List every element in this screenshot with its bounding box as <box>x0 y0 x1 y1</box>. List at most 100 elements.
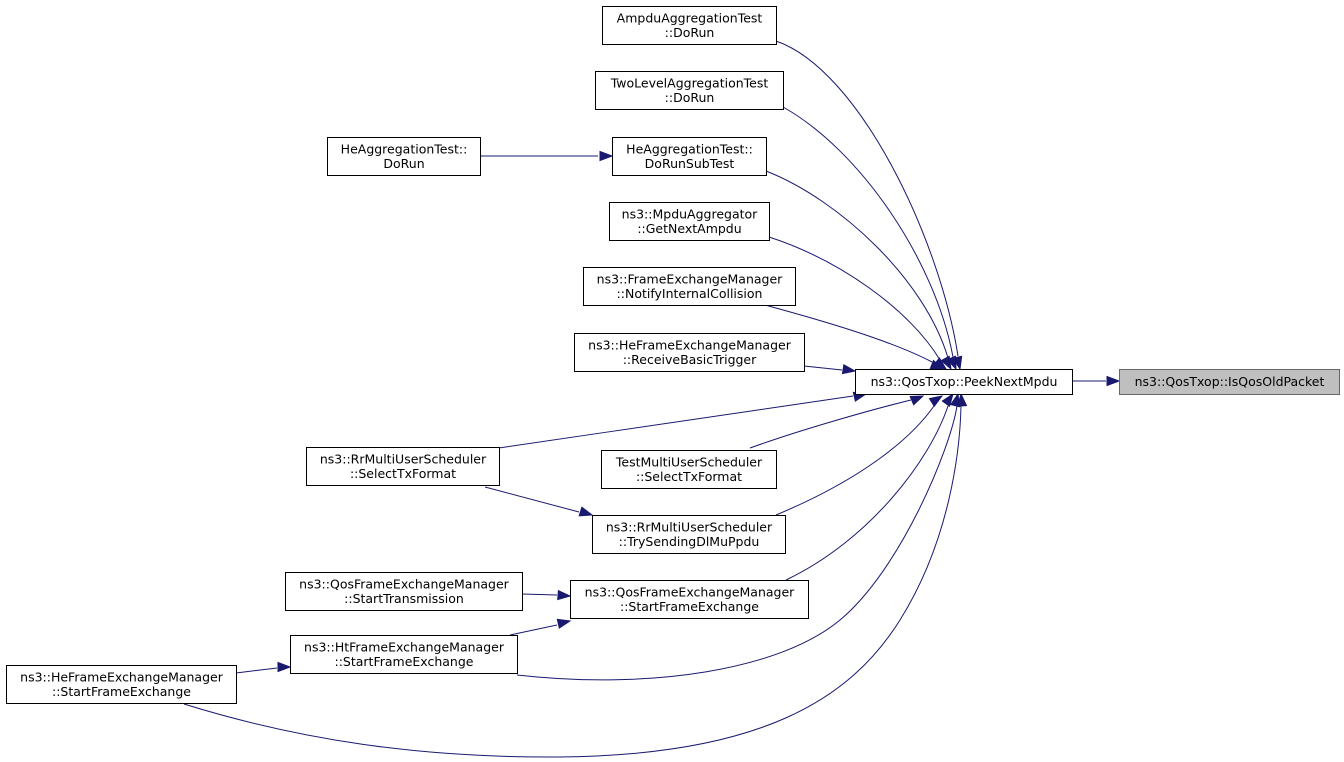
node-hefem-receivebasictrigger[interactable]: ns3::HeFrameExchangeManager::ReceiveBasi… <box>574 333 805 372</box>
node-box <box>602 6 777 45</box>
edge-line <box>521 593 558 596</box>
node-label-line: ::DoRun <box>665 90 715 105</box>
node-box <box>327 137 481 176</box>
arrowhead-icon <box>1106 375 1121 387</box>
node-label-line: ::SelectTxFormat <box>350 466 456 481</box>
node-label-line: AmpduAggregationTest <box>617 10 763 25</box>
edge-line <box>775 405 935 516</box>
edge-line <box>768 236 941 361</box>
node-box <box>601 450 777 489</box>
node-label-line: ::StartFrameExchange <box>620 599 759 614</box>
arrowhead-icon <box>941 392 954 408</box>
edge-line <box>498 395 854 449</box>
edge-line <box>785 405 949 581</box>
node-box <box>1119 369 1340 395</box>
edge-line <box>509 624 558 636</box>
node-box <box>583 267 796 306</box>
edge-line <box>764 304 933 363</box>
edge-rrmus-selecttxformat-to-peeknextmpdu <box>498 391 868 449</box>
arrowhead-icon <box>841 363 857 375</box>
node-label-line: ns3::QosFrameExchangeManager <box>299 576 509 591</box>
node-label-line: ns3::MpduAggregator <box>622 206 759 221</box>
node-label-line: HeAggregationTest:: <box>341 141 468 156</box>
node-box <box>592 515 786 554</box>
node-box <box>612 137 767 176</box>
node-label-line: ns3::QosTxop::IsQosOldPacket <box>1135 374 1325 389</box>
node-heagg-dorunsubtest[interactable]: HeAggregationTest::DoRunSubTest <box>612 137 767 176</box>
edge-rrmus-selecttxformat-to-rrmus-trysendingdlmuppdu <box>484 486 594 517</box>
node-label-line: ns3::RrMultiUserScheduler <box>606 519 773 534</box>
node-box <box>570 580 809 619</box>
edge-qosfem-starttransmission-to-qosfem-startframeexchange <box>521 589 572 601</box>
node-ampdu-doru[interactable]: AmpduAggregationTest::DoRun <box>602 6 777 45</box>
arrowhead-icon <box>929 359 945 370</box>
node-label-line: ns3::HeFrameExchangeManager <box>588 337 792 352</box>
node-label-line: ns3::QosFrameExchangeManager <box>585 584 795 599</box>
node-label-line: ns3::HtFrameExchangeManager <box>304 639 505 654</box>
edges-layer <box>183 40 1121 758</box>
node-label-line: ::StartTransmission <box>344 591 464 606</box>
edge-line <box>765 170 949 359</box>
node-box <box>609 202 770 241</box>
edge-twolevel-dorun-to-peeknextmpdu <box>782 106 957 371</box>
arrowhead-icon <box>556 618 572 629</box>
edge-testmus-selecttxformat-to-peeknextmpdu <box>749 395 925 449</box>
edge-peeknextmpdu-to-isqosoldpacket <box>1072 375 1121 387</box>
arrowhead-icon <box>928 395 944 408</box>
edge-line <box>782 106 954 358</box>
node-hefem-startframeexchange[interactable]: ns3::HeFrameExchangeManager::StartFrameE… <box>6 665 237 704</box>
node-peeknextmpdu[interactable]: ns3::QosTxop::PeekNextMpdu <box>855 369 1073 395</box>
node-heagg-dorun[interactable]: HeAggregationTest::DoRun <box>327 137 481 176</box>
node-label-line: ::ReceiveBasicTrigger <box>623 352 757 367</box>
node-fem-notifyinternalcollision[interactable]: ns3::FrameExchangeManager::NotifyInterna… <box>583 267 796 306</box>
edge-line <box>235 667 278 674</box>
edge-rrmus-trysendingdlmuppdu-to-peeknextmpdu <box>775 395 944 516</box>
node-label-line: ::StartFrameExchange <box>52 684 191 699</box>
edge-hefem-receivebasictrigger-to-peeknextmpdu <box>803 363 857 375</box>
edge-line <box>183 405 962 758</box>
node-box <box>306 447 500 486</box>
node-twolevel-dorun[interactable]: TwoLevelAggregationTest::DoRun <box>595 71 784 110</box>
node-label-line: ::NotifyInternalCollision <box>617 286 763 301</box>
arrowhead-icon <box>599 150 614 162</box>
edge-heagg-dorun-to-heagg-dorunsubtest <box>480 150 614 162</box>
edge-line <box>484 486 580 513</box>
node-label-line: ns3::HeFrameExchangeManager <box>20 669 224 684</box>
node-label-line: ns3::RrMultiUserScheduler <box>320 451 487 466</box>
edge-line <box>803 365 843 371</box>
node-label-line: ns3::QosTxop::PeekNextMpdu <box>871 374 1058 389</box>
node-mpduagg-getnextampdu[interactable]: ns3::MpduAggregator::GetNextAmpdu <box>609 202 770 241</box>
node-box <box>6 665 237 704</box>
node-label-line: ::TrySendingDlMuPpdu <box>619 534 760 549</box>
edge-htfem-startframeexchange-to-peeknextmpdu <box>516 392 961 681</box>
edge-qosfem-startframeexchange-to-peeknextmpdu <box>785 392 954 581</box>
node-label-line: TestMultiUserScheduler <box>615 454 763 469</box>
node-isqosoldpacket: ns3::QosTxop::IsQosOldPacket <box>1119 369 1340 395</box>
nodes-layer: ns3::QosTxop::IsQosOldPacket ns3::QosTxop… <box>6 6 1340 704</box>
node-box <box>574 333 805 372</box>
arrowhead-icon <box>277 661 292 673</box>
edge-line <box>516 405 958 681</box>
edge-htfem-startframeexchange-to-qosfem-startframeexchange <box>509 618 572 636</box>
node-rrmus-selecttxformat[interactable]: ns3::RrMultiUserScheduler::SelectTxForma… <box>306 447 500 486</box>
arrowhead-icon <box>940 355 952 371</box>
node-rrmus-trysendingdlmuppdu[interactable]: ns3::RrMultiUserScheduler::TrySendingDlM… <box>592 515 786 554</box>
node-qosfem-starttransmission[interactable]: ns3::QosFrameExchangeManager::StartTrans… <box>285 572 523 611</box>
node-label-line: ::SelectTxFormat <box>636 469 742 484</box>
node-label-line: TwoLevelAggregationTest <box>610 75 769 90</box>
node-box <box>290 635 518 674</box>
node-htfem-startframeexchange[interactable]: ns3::HtFrameExchangeManager::StartFrameE… <box>290 635 518 674</box>
node-label-line: DoRunSubTest <box>645 156 735 171</box>
node-qosfem-startframeexchange[interactable]: ns3::QosFrameExchangeManager::StartFrame… <box>570 580 809 619</box>
arrowhead-icon <box>909 395 925 406</box>
arrowhead-icon <box>956 392 968 407</box>
edge-fem-notifyinternalcollision-to-peeknextmpdu <box>764 304 945 370</box>
node-label-line: HeAggregationTest:: <box>626 141 753 156</box>
edge-line <box>749 399 912 449</box>
node-testmus-selecttxformat[interactable]: TestMultiUserScheduler::SelectTxFormat <box>601 450 777 489</box>
node-box <box>855 369 1073 395</box>
node-label-line: ns3::FrameExchangeManager <box>597 271 783 286</box>
node-label-line: ::StartFrameExchange <box>335 654 474 669</box>
node-label-line: ::DoRun <box>665 25 715 40</box>
